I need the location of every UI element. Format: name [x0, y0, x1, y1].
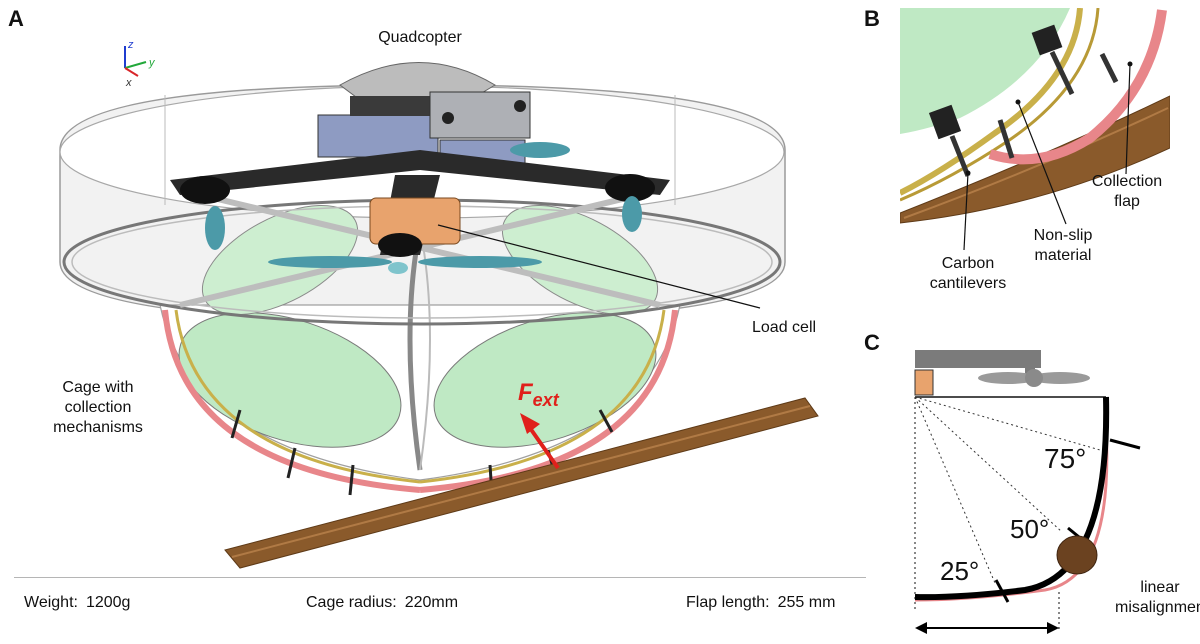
propeller-c [978, 372, 1038, 384]
force-arrow [520, 413, 560, 470]
load-cell-c [914, 369, 934, 396]
branch [224, 397, 819, 569]
carbon-cantilevers-label-line-2: cantilevers [929, 275, 1007, 292]
spec-flap-length: Flap length: 255 mm [686, 594, 835, 612]
linear-misalignment-label-line-2: misalignment [1115, 599, 1200, 616]
cage-label: Cage with collection mechanisms [28, 378, 168, 438]
spec-weight: Weight: 1200g [24, 594, 130, 612]
non-slip-label-line-2: material [1034, 247, 1092, 264]
quadcopter-label: Quadcopter [378, 29, 462, 46]
angle-25-label: 25° [940, 556, 979, 586]
cage-label-line-2: collection [64, 399, 132, 416]
spec-cage-radius-label: Cage radius: [306, 594, 397, 611]
drone-body-c [915, 350, 1041, 368]
cage-label-line-1: Cage with [62, 379, 134, 396]
non-slip-label-line-1: Non-slip [1033, 227, 1093, 244]
load-cell-label: Load cell [752, 319, 817, 336]
non-slip-right [419, 309, 666, 484]
force-label: Fext [518, 379, 560, 410]
spec-flap-length-value: 255 mm [777, 594, 836, 611]
collection-flap-b [988, 9, 1167, 165]
angle-guides [914, 396, 1101, 584]
panel-c-illustration: 75° 50° 25° [914, 350, 1141, 634]
carbon-cantilevers-label: Carbon cantilevers [918, 254, 1018, 294]
axes-triad: z y x [124, 39, 156, 89]
cage-membrane-back-right [501, 205, 659, 315]
specs-divider [14, 577, 866, 578]
linear-misalignment-label: linear misalignment [1115, 578, 1200, 618]
non-slip-label: Non-slip material [1018, 226, 1108, 266]
spec-flap-length-label: Flap length: [686, 594, 770, 611]
collection-flap-left [162, 309, 421, 493]
non-slip-left [174, 309, 421, 484]
spec-cage-radius-value: 220mm [404, 594, 459, 611]
cage-membrane-left [178, 312, 402, 448]
carbon-cantilevers-b [928, 24, 1119, 177]
axis-x-label: x [125, 77, 132, 89]
panel-a-illustration: z y x [59, 39, 819, 569]
angle-75-label: 75° [1044, 443, 1086, 474]
panel-b-letter: B [864, 6, 880, 31]
branch-cross-section [1056, 535, 1098, 575]
panel-a-letter: A [8, 6, 24, 31]
spec-weight-label: Weight: [24, 594, 78, 611]
collection-flap-label-line-2: flap [1114, 193, 1140, 210]
angle-50-label: 50° [1010, 514, 1049, 544]
spec-cage-radius: Cage radius: 220mm [306, 594, 458, 612]
spec-weight-value: 1200g [85, 594, 131, 611]
cage-label-line-3: mechanisms [53, 419, 143, 436]
collection-flap-label: Collection flap [1082, 172, 1172, 212]
collection-flap-right [419, 309, 678, 493]
load-cell-leader [437, 224, 761, 309]
collection-flap-label-line-1: Collection [1091, 173, 1163, 190]
axis-y-label: y [148, 57, 156, 69]
membrane-b [900, 8, 1070, 134]
carbon-cantilevers-label-line-1: Carbon [941, 255, 995, 272]
axis-z-label: z [127, 39, 134, 51]
non-slip-b [900, 8, 1083, 196]
panel-b-illustration [900, 8, 1170, 251]
linear-misalignment-label-line-1: linear [1140, 579, 1180, 596]
quadcopter [170, 62, 670, 274]
cage-arc-c [914, 396, 1110, 601]
panel-c-letter: C [864, 330, 880, 355]
